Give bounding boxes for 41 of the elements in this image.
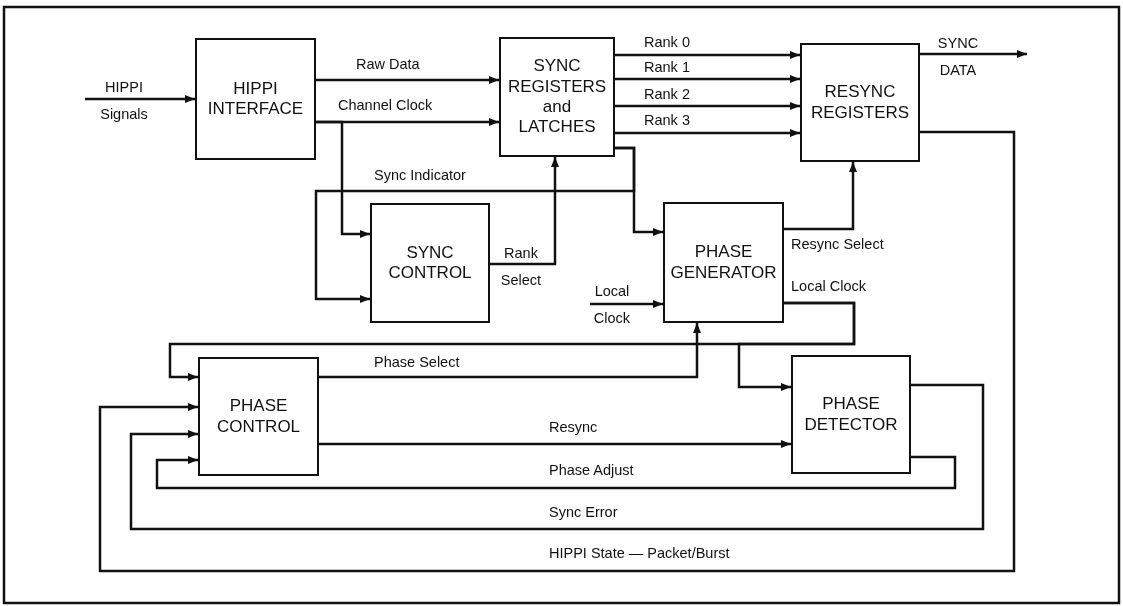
block-label: PHASE DETECTOR	[804, 394, 898, 435]
arrow	[920, 50, 1027, 58]
block-box	[198, 357, 319, 476]
edge-label: Resync Select	[790, 236, 885, 253]
arrow	[316, 76, 499, 84]
arrow	[615, 51, 800, 59]
block-label: PHASE CONTROL	[215, 396, 302, 437]
arrow	[737, 301, 856, 391]
arrow	[155, 455, 957, 490]
block-label: HIPPI INTERFACE	[207, 78, 304, 120]
edge-label: Sync Error	[548, 504, 619, 521]
arrow	[784, 162, 857, 231]
edge-label: SYNC DATA	[936, 34, 980, 80]
arrow	[615, 129, 800, 137]
edge-label: HIPPI Signals	[99, 78, 149, 124]
arrow	[314, 146, 636, 303]
arrow	[590, 300, 663, 308]
block-box	[195, 38, 316, 160]
arrow	[98, 130, 1016, 573]
arrow	[319, 440, 791, 448]
block-label: SYNC REGISTERS and LATCHES	[507, 56, 607, 138]
block-label: SYNC CONTROL	[387, 242, 473, 284]
block-box	[663, 202, 784, 323]
edge-label: Local Clock	[592, 282, 632, 328]
block-box	[499, 37, 615, 157]
arrow	[615, 75, 800, 83]
block-label: PHASE GENERATOR	[670, 242, 777, 283]
block-box	[791, 355, 911, 474]
arrow	[85, 95, 195, 103]
edge-label: Phase Adjust	[548, 462, 635, 479]
arrow	[129, 383, 985, 531]
edge-label: Rank Select	[499, 244, 543, 290]
arrow	[615, 102, 800, 110]
arrow	[319, 323, 701, 379]
edge-label: Resync	[548, 419, 599, 436]
block-box	[800, 43, 920, 162]
edge-label: Sync Indicator	[373, 167, 467, 184]
arrow	[490, 157, 559, 266]
arrow	[316, 120, 370, 238]
block-box	[370, 203, 490, 323]
block-label: RESYNC REGISTERS	[810, 82, 910, 123]
